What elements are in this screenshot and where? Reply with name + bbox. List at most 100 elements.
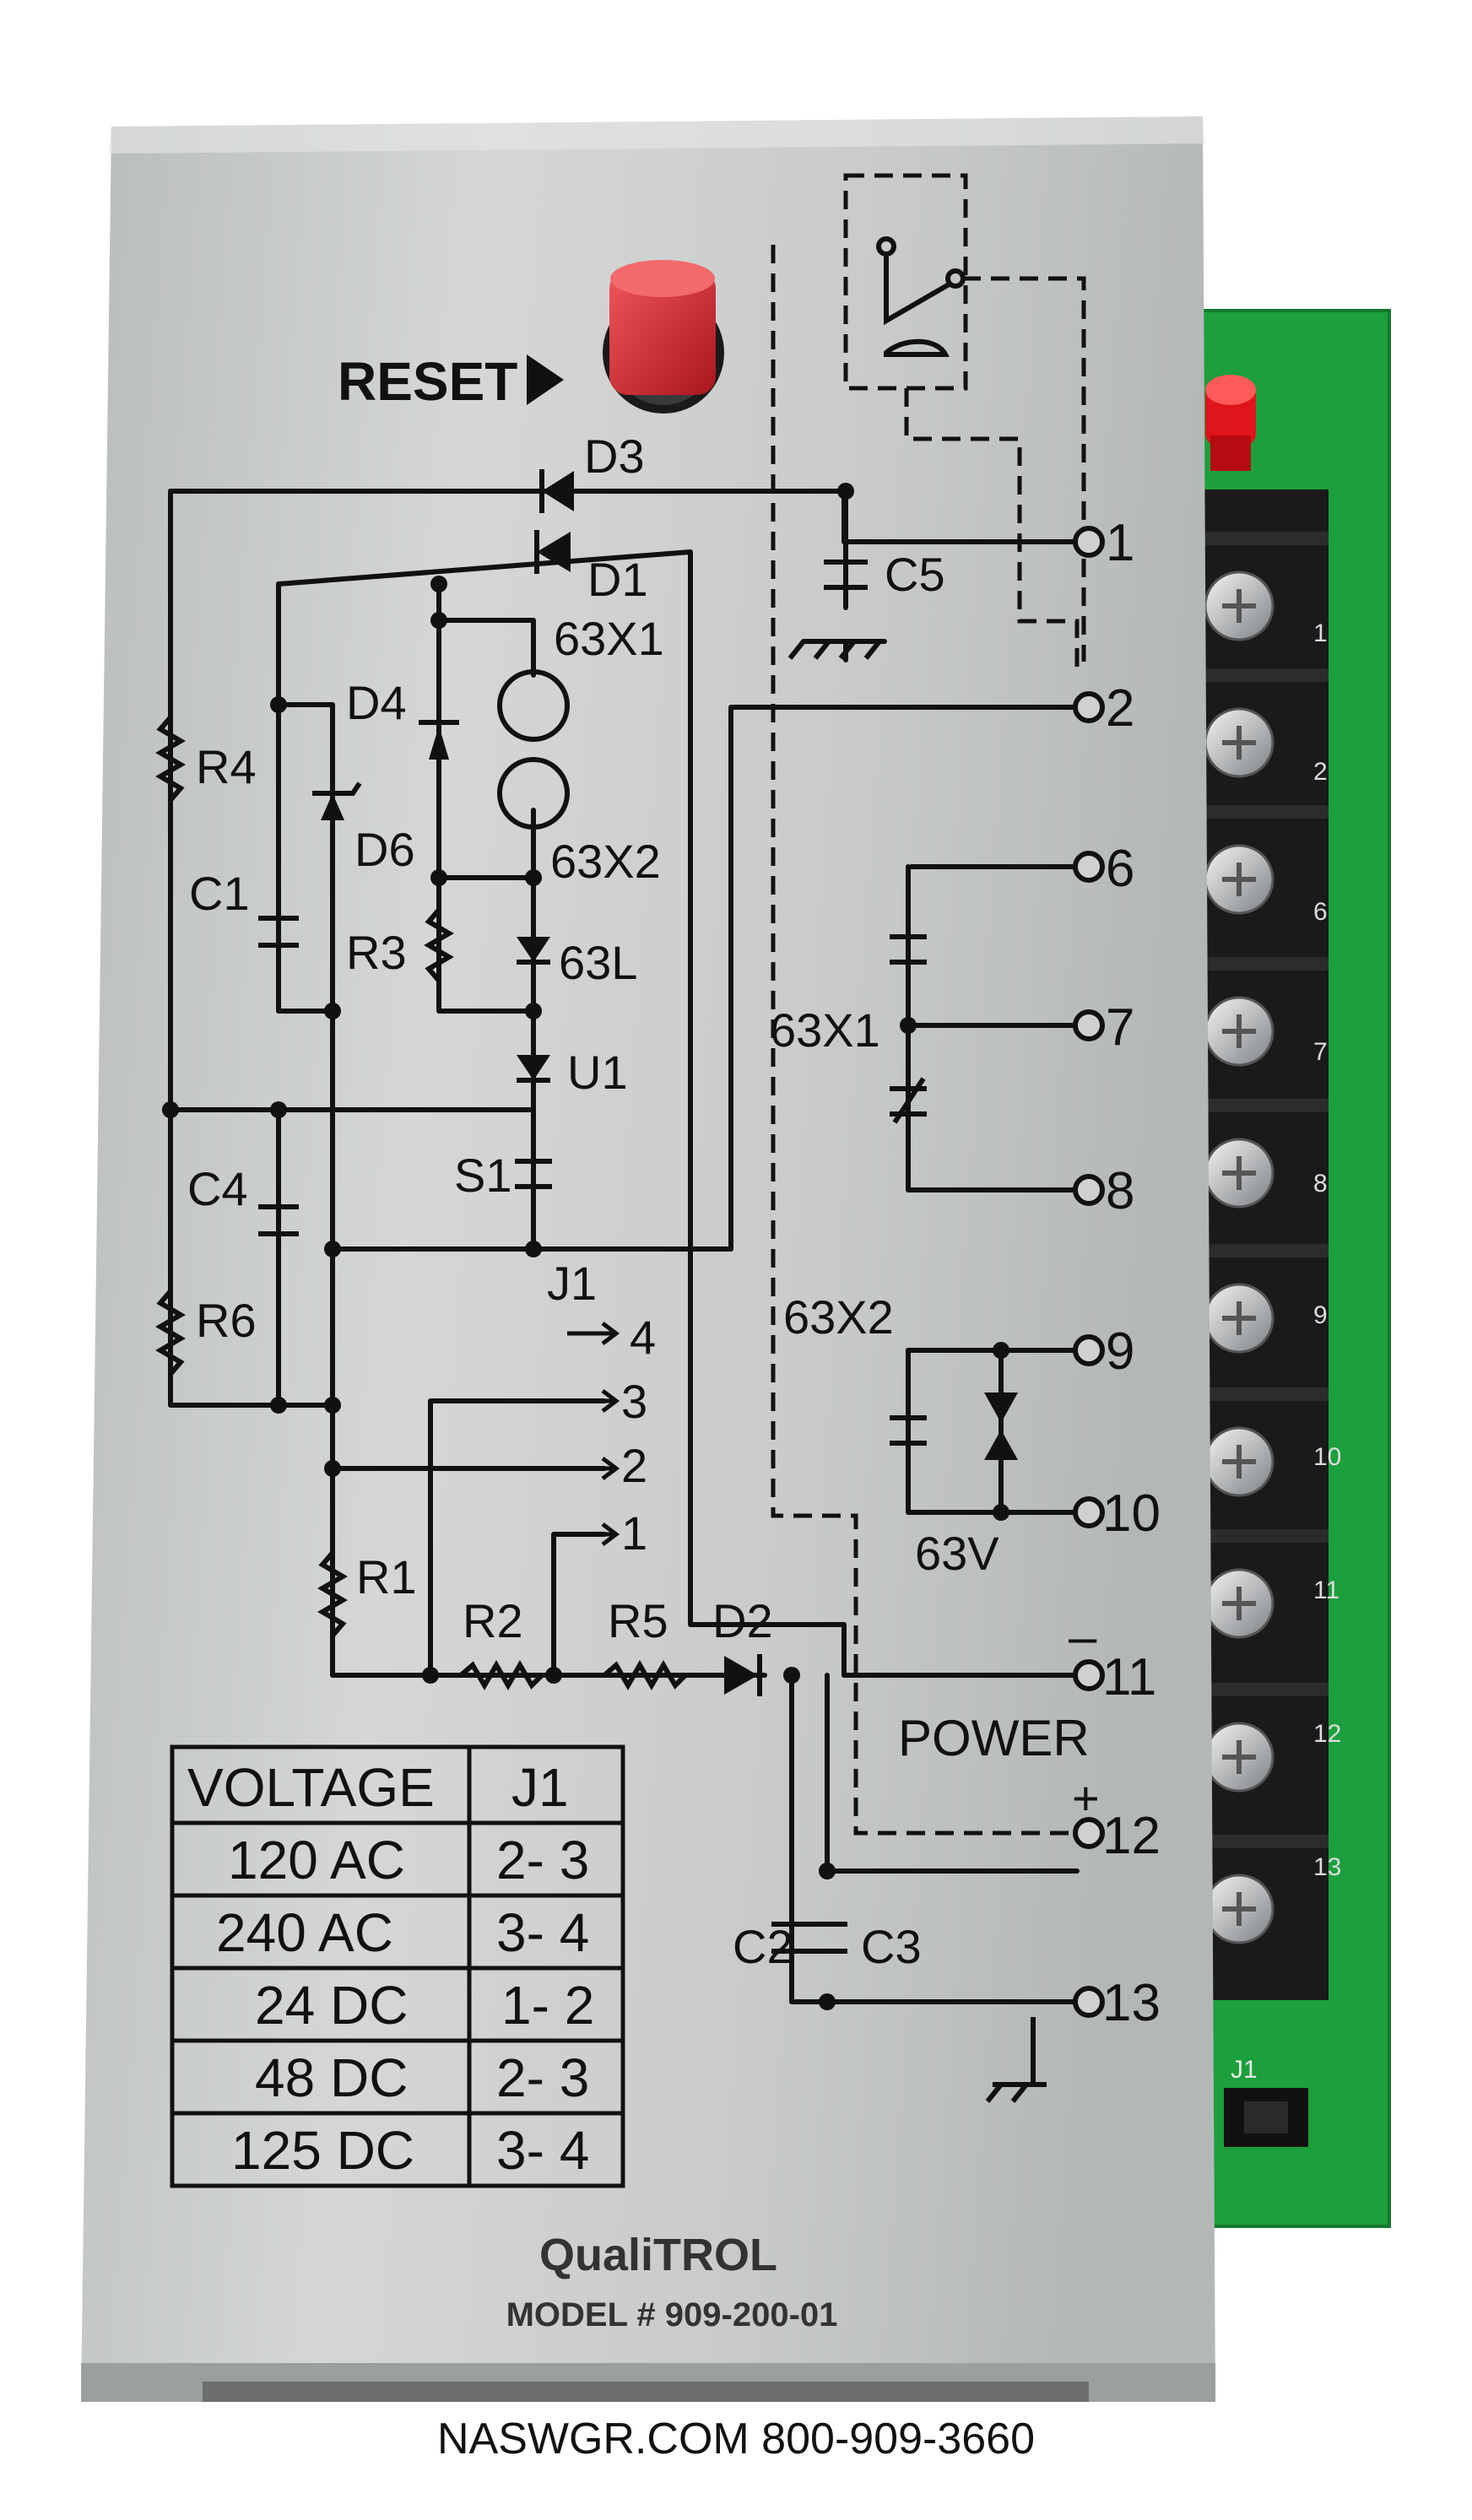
screw-slot: [1222, 1740, 1256, 1774]
board-terminal-6: 6: [1313, 898, 1328, 926]
switch-s1-icon: [515, 1159, 552, 1189]
table-cell: 1- 2: [501, 1975, 594, 2036]
steel-cover: [81, 116, 1215, 2402]
screw-slot: [1222, 589, 1256, 623]
power-plus: +: [1072, 1771, 1100, 1825]
label-r3: R3: [346, 926, 407, 979]
label-contact-63x2: 63X2: [783, 1290, 894, 1344]
label-j1: J1: [547, 1257, 597, 1310]
relay-contact-icon: [876, 236, 966, 357]
board-terminal-13: 13: [1313, 1853, 1341, 1881]
screw-slot: [1222, 1587, 1256, 1620]
reset-arrow-icon: [527, 354, 564, 405]
board-terminal-8: 8: [1313, 1170, 1328, 1198]
jumper-pin-2: 2: [621, 1439, 647, 1492]
junction-dot: [993, 1342, 1009, 1359]
screw-slot: [1222, 1892, 1256, 1926]
label-d3: D3: [584, 430, 645, 483]
lamp-63l-icon: [517, 937, 550, 965]
terminal-circle: [1073, 691, 1105, 723]
table-cell: 3- 4: [496, 1902, 589, 1963]
resistor-r4-icon: [155, 716, 186, 802]
cap-c5-icon: [824, 560, 868, 590]
diode-d2-icon: [724, 1654, 762, 1696]
terminal-circle: [1073, 1009, 1105, 1041]
junction-dot: [324, 1460, 341, 1477]
reset-button[interactable]: [603, 260, 724, 414]
label-c2: C2: [733, 1920, 793, 1973]
diode-d3-icon: [539, 469, 574, 513]
junction-dot: [324, 1397, 341, 1414]
label-63l: 63L: [559, 936, 637, 989]
junction-dot: [270, 1397, 287, 1414]
model-label: MODEL # 909-200-01: [506, 2296, 838, 2333]
terminal-13: 13: [1102, 1974, 1161, 2032]
label-d4: D4: [346, 676, 407, 729]
junction-dot: [430, 576, 447, 592]
terminal-points: [1073, 526, 1105, 2018]
label-r4: R4: [196, 740, 257, 793]
junction-dot: [783, 1667, 800, 1684]
resistor-r3-icon: [424, 908, 454, 982]
label-r6: R6: [196, 1294, 257, 1347]
junction-dot: [162, 1101, 179, 1118]
junction-dot: [324, 1241, 341, 1257]
terminal-circle: [1073, 1334, 1105, 1366]
label-contact-63x1: 63X1: [770, 1003, 880, 1057]
table-cell: 2- 3: [496, 1830, 589, 1890]
diode-d1-icon: [534, 530, 571, 574]
reset-label: RESET: [338, 351, 517, 412]
label-s1: S1: [454, 1149, 512, 1202]
relay-63x2-icon: [497, 757, 570, 830]
voltage-table: VOLTAGE J1 120 AC 2- 3 240 AC 3- 4 24 DC…: [170, 1744, 625, 2188]
table-cell: 24 DC: [255, 1975, 408, 2036]
terminal-10: 10: [1102, 1484, 1161, 1543]
terminal-rib: [1188, 1683, 1329, 1696]
label-r5: R5: [608, 1594, 668, 1647]
board-terminal-1: 1: [1313, 619, 1328, 647]
board-terminal-2: 2: [1313, 758, 1328, 786]
terminal-circle: [1073, 1817, 1105, 1849]
terminal-12: 12: [1102, 1807, 1161, 1865]
junction-dot: [545, 1667, 562, 1684]
diode-d4-icon: [419, 720, 459, 760]
screw-slot: [1222, 726, 1256, 760]
terminal-8: 8: [1106, 1162, 1134, 1220]
junction-dot: [900, 1017, 917, 1034]
board-jumper-label: J1: [1231, 2056, 1258, 2084]
ground-13-icon: [985, 2017, 1047, 2103]
resistor-r5-icon: [603, 1660, 688, 1690]
label-c5: C5: [885, 548, 945, 601]
junction-dot: [270, 696, 287, 713]
label-63x1: 63X1: [554, 612, 664, 665]
jumper-pin-1: 1: [621, 1506, 647, 1560]
screw-slot: [1222, 1445, 1256, 1479]
label-c1: C1: [189, 867, 250, 920]
label-d1: D1: [587, 553, 648, 606]
label-63x2: 63X2: [550, 835, 661, 888]
label-c4: C4: [187, 1162, 248, 1215]
terminal-rib: [1188, 805, 1329, 819]
contact-63x2-icon: [890, 1415, 927, 1446]
junction-dot: [819, 1993, 836, 2010]
varistor-63v-icon: [984, 1392, 1018, 1460]
terminal-circle: [1073, 1496, 1105, 1528]
junction-dot: [430, 612, 447, 629]
scr-u1-icon: [517, 1055, 550, 1083]
label-d6: D6: [354, 823, 415, 876]
screw-slot: [1222, 1301, 1256, 1335]
junction-dot: [837, 483, 854, 500]
contact-63x1-icon: [890, 934, 927, 1124]
jumper-pin-3: 3: [621, 1375, 647, 1428]
label-r2: R2: [463, 1594, 523, 1647]
relay-63x1-icon: [497, 669, 570, 742]
terminal-circle: [1073, 526, 1105, 558]
junction-dot: [422, 1667, 439, 1684]
cap-c1-icon: [258, 916, 299, 948]
terminal-rib: [1188, 532, 1329, 545]
terminal-7: 7: [1106, 998, 1134, 1057]
screw-slot: [1222, 863, 1256, 896]
footer-contact: NASWGR.COM 800-909-3660: [436, 2415, 1036, 2463]
zener-d6-icon: [312, 781, 362, 820]
